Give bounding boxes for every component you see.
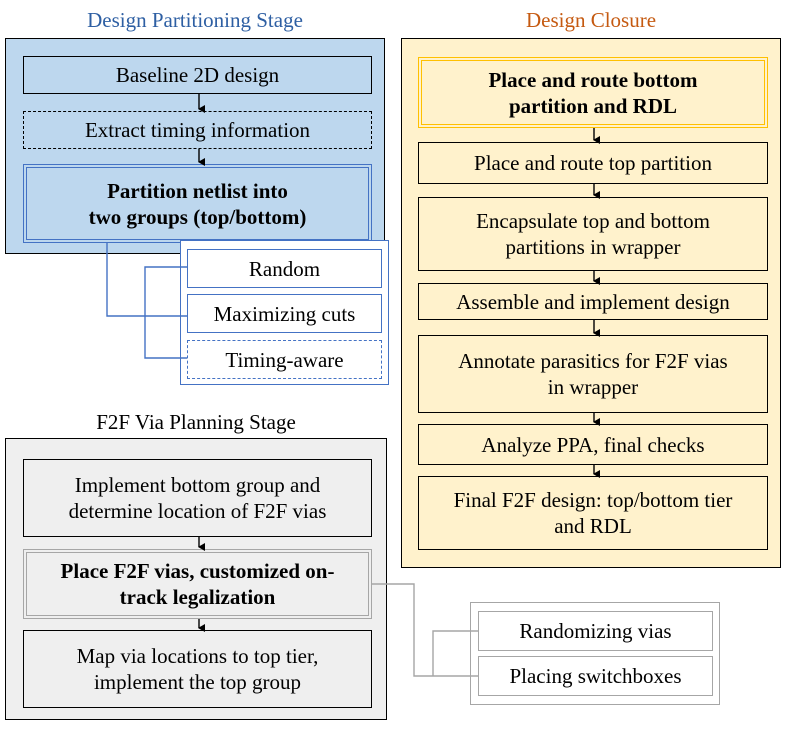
- step-baseline-2d-design: Baseline 2D design: [23, 56, 372, 94]
- connector-via-options-bracket: [432, 630, 478, 676]
- step-annotate-parasitics: Annotate parasitics for F2F vias in wrap…: [418, 335, 768, 413]
- connector-options-bracket: [144, 266, 187, 359]
- step-place-route-bottom: Place and route bottom partition and RDL: [418, 57, 768, 128]
- option-random: Random: [187, 249, 382, 288]
- option-timing-aware: Timing-aware: [187, 340, 382, 379]
- connector-partition-to-options: [106, 243, 187, 317]
- step-assemble-implement: Assemble and implement design: [418, 283, 768, 320]
- partitioning-stage-title: Design Partitioning Stage: [87, 8, 303, 32]
- via-planning-stage-title: F2F Via Planning Stage: [96, 410, 296, 434]
- option-randomizing-vias: Randomizing vias: [478, 611, 713, 651]
- step-final-f2f-design: Final F2F design: top/bottom tier and RD…: [418, 476, 768, 550]
- step-implement-bottom-group: Implement bottom group and determine loc…: [23, 459, 372, 537]
- step-extract-timing: Extract timing information: [23, 111, 372, 149]
- option-placing-switchboxes: Placing switchboxes: [478, 656, 713, 696]
- step-place-f2f-vias: Place F2F vias, customized on- track leg…: [23, 549, 372, 619]
- step-analyze-ppa: Analyze PPA, final checks: [418, 424, 768, 465]
- closure-stage-title: Design Closure: [525, 8, 657, 32]
- option-maximizing-cuts: Maximizing cuts: [187, 294, 382, 333]
- step-map-via-locations: Map via locations to top tier, implement…: [23, 630, 372, 708]
- connector-place-to-options: [372, 583, 478, 677]
- step-encapsulate-wrapper: Encapsulate top and bottom partitions in…: [418, 197, 768, 271]
